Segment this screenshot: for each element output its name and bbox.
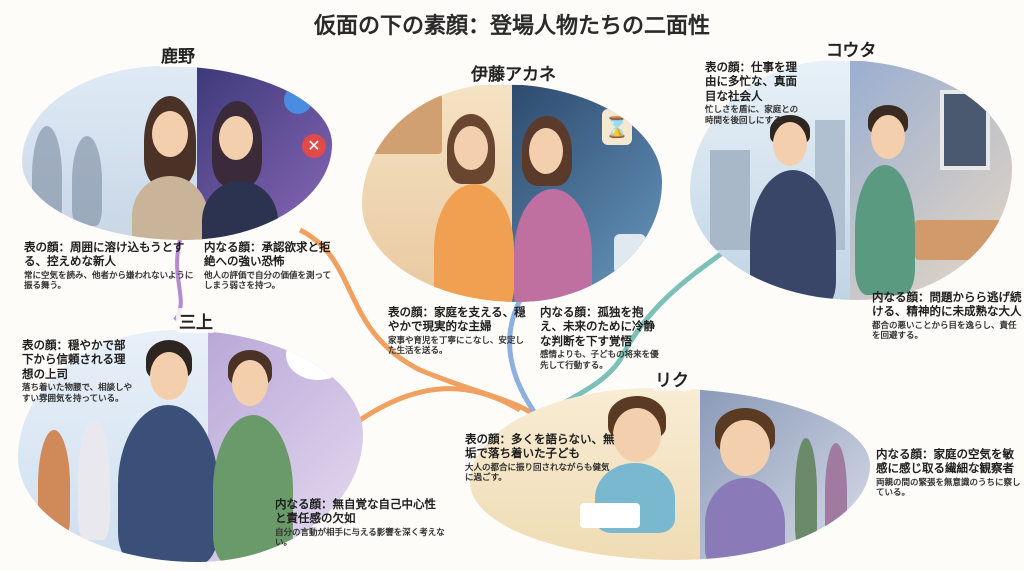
kano-inner-face: 内なる顔：承認欲求と拒絶への強い恐怖他人の評価で自分の価値を測ってしまう弱さを持… [204, 240, 332, 292]
mikami-illustration [18, 330, 363, 562]
book [580, 503, 640, 528]
riku-inner-face: 内なる顔：家庭の空気を敏感に感じ取る繊細な観察者両親の間の緊張を無意識のうちに察… [876, 447, 1021, 499]
kouta-inner-face: 内なる顔：問題からら逃げ続ける、精神的に未成熟な大人都合の悪いことから目を逸らし… [872, 290, 1022, 342]
riku-outer-face: 表の顔：多くを語らない、無垢で落ち着いた子ども大人の都合に振り回されながらも健気… [465, 432, 615, 484]
akane-name: 伊藤アカネ [468, 60, 559, 85]
kano-illustration: ✕ [22, 66, 332, 240]
mikami-inner-face: 内なる顔：無自覚な自己中心性と責任感の欠如自分の言動が相手に与える影響を深く考え… [275, 497, 445, 549]
akane-illustration: ⌛ [362, 84, 662, 302]
hourglass-icon: ⌛ [602, 109, 632, 145]
kouta-illustration [690, 60, 1012, 300]
kano-outer-face: 表の顔：周囲に溶け込もうとする、控えめな新人常に空気を読み、他者から嫌われないよ… [24, 240, 194, 292]
cloud-icon [815, 398, 865, 420]
mikami-outer-face: 表の顔：穏やかで部下から信頼される理想の上司落ち着いた物腰で、相談しやすい雰囲気… [22, 338, 133, 404]
akane-outer-face: 表の顔：家庭を支える、穏やかで現実的な主婦家事や育児を丁寧にこなし、安定した生活… [388, 305, 526, 357]
akane-inner-face: 内なる顔：孤独を抱え、未来のために冷静な判断を下す覚悟感情よりも、子どもの将来を… [540, 305, 659, 371]
door [940, 90, 990, 170]
calculator-icon [614, 234, 646, 274]
thought-bubble [286, 330, 350, 380]
riku-illustration [470, 388, 870, 560]
close-icon: ✕ [302, 134, 326, 158]
kouta-outer-face: 表の顔：仕事を理由に多忙な、真面目な社会人忙しさを盾に、家庭との時間を後回しにす… [705, 60, 799, 126]
kano-name: 鹿野 [158, 42, 198, 67]
mikami-name: 三上 [176, 308, 216, 333]
page-title: 仮面の下の素顔：登場人物たちの二面性 [313, 14, 710, 39]
kouta-name: コウタ [823, 36, 880, 61]
like-icon [284, 86, 312, 114]
riku-name: リク [652, 366, 692, 391]
